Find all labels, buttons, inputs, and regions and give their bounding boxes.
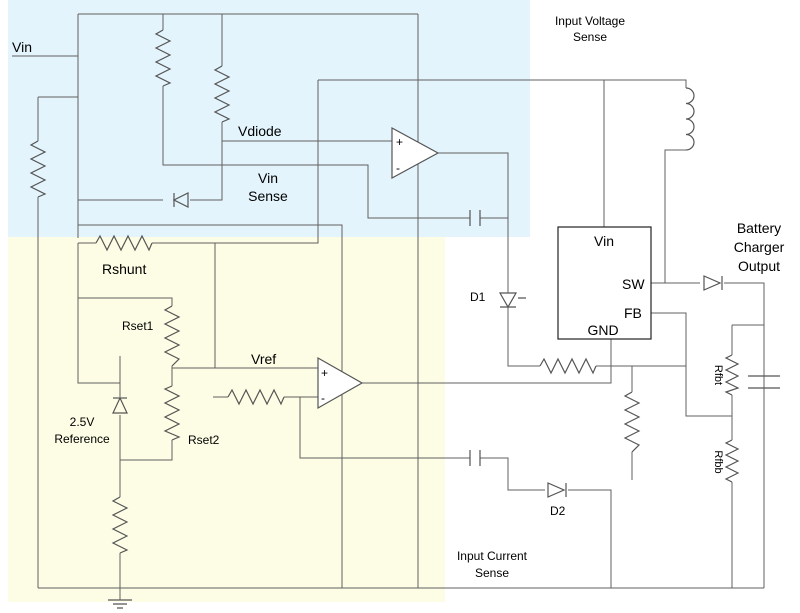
resistor-top-1 (154, 29, 172, 87)
battery-charger-output-label-1: Battery (737, 220, 781, 236)
capacitor-top (469, 210, 481, 226)
opamp-voltage: + - (391, 126, 440, 180)
vdiode-label: Vdiode (238, 123, 282, 139)
ic-sw-label: SW (622, 276, 645, 292)
capacitor-output (748, 375, 780, 389)
rfbt-label: Rfbt (712, 365, 724, 385)
d1-label: D1 (470, 290, 486, 304)
resistor-rset2 (163, 385, 181, 441)
ground-symbol (108, 599, 132, 609)
resistor-rfbb (724, 439, 740, 483)
opamp-current: + - (317, 356, 364, 410)
vin-sense-label-2: Sense (248, 188, 288, 204)
diode-2v5-reference (112, 396, 128, 414)
battery-charger-output-label-2: Charger (734, 239, 785, 255)
input-voltage-sense-label-2: Sense (573, 30, 607, 44)
input-current-sense-label-1: Input Current (457, 549, 528, 563)
input-current-sense-label-2: Sense (475, 566, 509, 580)
inductor (685, 87, 695, 151)
ic-vin-label: Vin (594, 233, 614, 249)
rfbb-label: Rfbb (712, 450, 724, 473)
vin-sense-label-1: Vin (258, 170, 278, 186)
battery-charger-output-label-3: Output (738, 258, 780, 274)
diode-d1 (498, 292, 526, 309)
opamp-current-plus: + (321, 366, 328, 380)
resistor-rset1 (163, 305, 181, 367)
diode-d2 (547, 482, 567, 498)
rset1-label: Rset1 (122, 319, 154, 333)
resistor-left (29, 140, 47, 198)
resistor-sense (539, 357, 597, 375)
diode-vin (172, 192, 189, 208)
resistor-vref-input (227, 388, 285, 406)
controller-ic (557, 226, 652, 340)
wires (12, 13, 765, 600)
resistor-top-2 (213, 65, 231, 123)
reference-label-2: Reference (54, 432, 110, 446)
opamp-voltage-minus: - (396, 161, 400, 175)
rset2-label: Rset2 (188, 433, 220, 447)
resistor-current-load (623, 391, 641, 453)
opamp-voltage-plus: + (396, 135, 403, 149)
vin-label: Vin (12, 39, 32, 55)
d2-label: D2 (550, 504, 566, 518)
rshunt-label: Rshunt (102, 261, 146, 277)
resistor-rfbt (724, 354, 740, 396)
capacitor-bottom (469, 450, 481, 466)
input-voltage-sense-region (8, 0, 530, 237)
input-voltage-sense-label-1: Input Voltage (555, 14, 625, 28)
reference-label-1: 2.5V (70, 415, 95, 429)
ic-fb-label: FB (624, 305, 642, 321)
resistor-bottom (111, 496, 129, 554)
resistor-rshunt (95, 234, 153, 252)
diode-output (703, 275, 723, 291)
ic-gnd-label: GND (587, 322, 618, 338)
vref-label: Vref (251, 351, 276, 367)
opamp-current-minus: - (321, 391, 325, 405)
